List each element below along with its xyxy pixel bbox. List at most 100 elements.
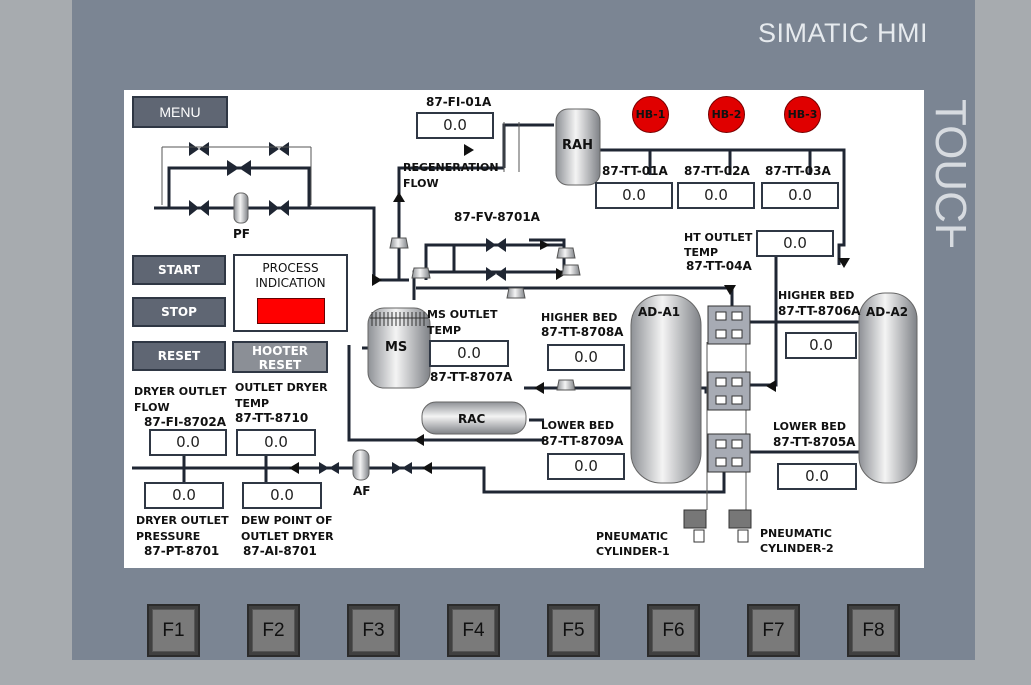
function-key-f5[interactable]: F5 — [547, 604, 600, 657]
rac-vessel-shape — [421, 401, 527, 435]
tt-04a-value: 0.0 — [756, 230, 834, 257]
brand-label: SIMATIC HMI — [758, 18, 928, 48]
ms-label: MS — [385, 340, 408, 355]
function-key-f4[interactable]: F4 — [447, 604, 500, 657]
pf-label: PF — [233, 227, 250, 241]
ms-fins — [370, 312, 428, 326]
hmi-screen: MENU START STOP RESET HOOTER RESET PROCE… — [124, 90, 924, 568]
start-button[interactable]: START — [132, 255, 226, 285]
tt-8705a-tag: 87-TT-8705A — [773, 435, 856, 449]
rah-label: RAH — [562, 138, 593, 153]
cylinder-2-label-1: PNEUMATIC — [760, 527, 832, 540]
fi-01a-value: 0.0 — [416, 112, 494, 139]
svg-text:TOUCH: TOUCH — [928, 99, 974, 247]
small-fittings — [389, 237, 581, 391]
tt-8709a-label: LOWER BED — [541, 419, 614, 432]
tt-02a-value: 0.0 — [677, 182, 755, 209]
tt-8709a-value: 0.0 — [547, 453, 625, 480]
ai-8701-label-2: OUTLET DRYER — [241, 530, 334, 543]
ai-8701-value: 0.0 — [242, 482, 322, 509]
fv-8701a-tag: 87-FV-8701A — [454, 210, 540, 224]
tt-8708a-label: HIGHER BED — [541, 311, 618, 324]
tt-8708a-value: 0.0 — [547, 344, 625, 371]
fi-8702a-value: 0.0 — [149, 429, 227, 456]
tt-8708a-tag: 87-TT-8708A — [541, 325, 624, 339]
ms-outlet-label-2: TEMP — [427, 324, 462, 337]
af-filter-shape — [352, 449, 370, 481]
tt-01a-tag: 87-TT-01A — [602, 164, 668, 178]
fi-8702a-label-2: FLOW — [134, 401, 170, 414]
ms-outlet-tag: 87-TT-8707A — [430, 370, 513, 384]
cylinder-1-label-1: PNEUMATIC — [596, 530, 668, 543]
hooter-hb-1: HB-1 — [632, 96, 669, 133]
ms-outlet-value: 0.0 — [429, 340, 509, 367]
ad-a2-label: AD-A2 — [866, 305, 909, 319]
hooter-hb-2: HB-2 — [708, 96, 745, 133]
pt-8701-label-2: PRESSURE — [136, 530, 201, 543]
valve-symbols — [189, 142, 506, 474]
hooter-hb-3: HB-3 — [784, 96, 821, 133]
touch-label: TOUCH — [928, 99, 974, 247]
rah-vessel-shape — [555, 108, 601, 186]
tt-8706a-tag: 87-TT-8706A — [778, 304, 861, 318]
ms-outlet-label-1: MS OUTLET — [427, 308, 498, 321]
f1-label: F1 — [152, 609, 195, 652]
process-diagram — [132, 108, 918, 543]
f5-label: F5 — [552, 609, 595, 652]
process-indication-title-2: INDICATION — [255, 276, 326, 290]
function-key-f7[interactable]: F7 — [747, 604, 800, 657]
f6-label: F6 — [652, 609, 695, 652]
pt-8701-value: 0.0 — [144, 482, 224, 509]
f7-label: F7 — [752, 609, 795, 652]
hooter-reset-button[interactable]: HOOTER RESET — [232, 341, 328, 373]
tt-04a-label-1: HT OUTLET — [684, 231, 753, 244]
menu-button[interactable]: MENU — [132, 96, 228, 128]
cylinder-2-label-2: CYLINDER-2 — [760, 542, 834, 555]
ad-a1-label: AD-A1 — [638, 305, 681, 319]
process-indication-lamp — [257, 298, 325, 324]
f4-label: F4 — [452, 609, 495, 652]
cylinder-1-label-2: CYLINDER-1 — [596, 545, 670, 558]
fi-8702a-label-1: DRYER OUTLET — [134, 385, 227, 398]
tt-03a-value: 0.0 — [761, 182, 839, 209]
regen-flow-label-2: FLOW — [403, 177, 439, 190]
tt-8710-label-2: TEMP — [235, 397, 270, 410]
ad-a2-vessel-shape — [858, 292, 918, 484]
process-indication-title-1: PROCESS — [262, 261, 319, 275]
fi-01a-tag: 87-FI-01A — [426, 95, 492, 109]
tt-8710-label-1: OUTLET DRYER — [235, 381, 328, 394]
function-key-f2[interactable]: F2 — [247, 604, 300, 657]
tt-8705a-label: LOWER BED — [773, 420, 846, 433]
function-key-f1[interactable]: F1 — [147, 604, 200, 657]
tt-8706a-value: 0.0 — [785, 332, 857, 359]
tt-04a-label-2: TEMP — [684, 246, 719, 259]
ad-a1-vessel-shape — [630, 294, 702, 484]
f3-label: F3 — [352, 609, 395, 652]
tt-02a-tag: 87-TT-02A — [684, 164, 750, 178]
regen-flow-label-1: REGENERATION — [403, 161, 499, 174]
function-key-f8[interactable]: F8 — [847, 604, 900, 657]
pf-filter-shape — [233, 192, 249, 224]
tt-8706a-label: HIGHER BED — [778, 289, 855, 302]
ai-8701-tag: 87-AI-8701 — [243, 544, 317, 558]
pt-8701-tag: 87-PT-8701 — [144, 544, 220, 558]
switch-valve-blocks — [707, 305, 751, 473]
tt-8705a-value: 0.0 — [777, 463, 857, 490]
tt-03a-tag: 87-TT-03A — [765, 164, 831, 178]
rac-label: RAC — [458, 412, 486, 426]
stop-button[interactable]: STOP — [132, 297, 226, 327]
f2-label: F2 — [252, 609, 295, 652]
ai-8701-label-1: DEW POINT OF — [241, 514, 333, 527]
bypass-lines — [161, 122, 747, 510]
tt-8710-value: 0.0 — [236, 429, 316, 456]
tt-8710-tag: 87-TT-8710 — [235, 411, 309, 425]
reset-button[interactable]: RESET — [132, 341, 226, 371]
function-key-f3[interactable]: F3 — [347, 604, 400, 657]
process-indication-panel: PROCESS INDICATION — [233, 254, 348, 332]
af-label: AF — [353, 484, 371, 498]
tt-8709a-tag: 87-TT-8709A — [541, 434, 624, 448]
hooter-reset-line-1: HOOTER — [251, 344, 309, 358]
fi-8702a-tag: 87-FI-8702A — [144, 415, 227, 429]
function-key-f6[interactable]: F6 — [647, 604, 700, 657]
